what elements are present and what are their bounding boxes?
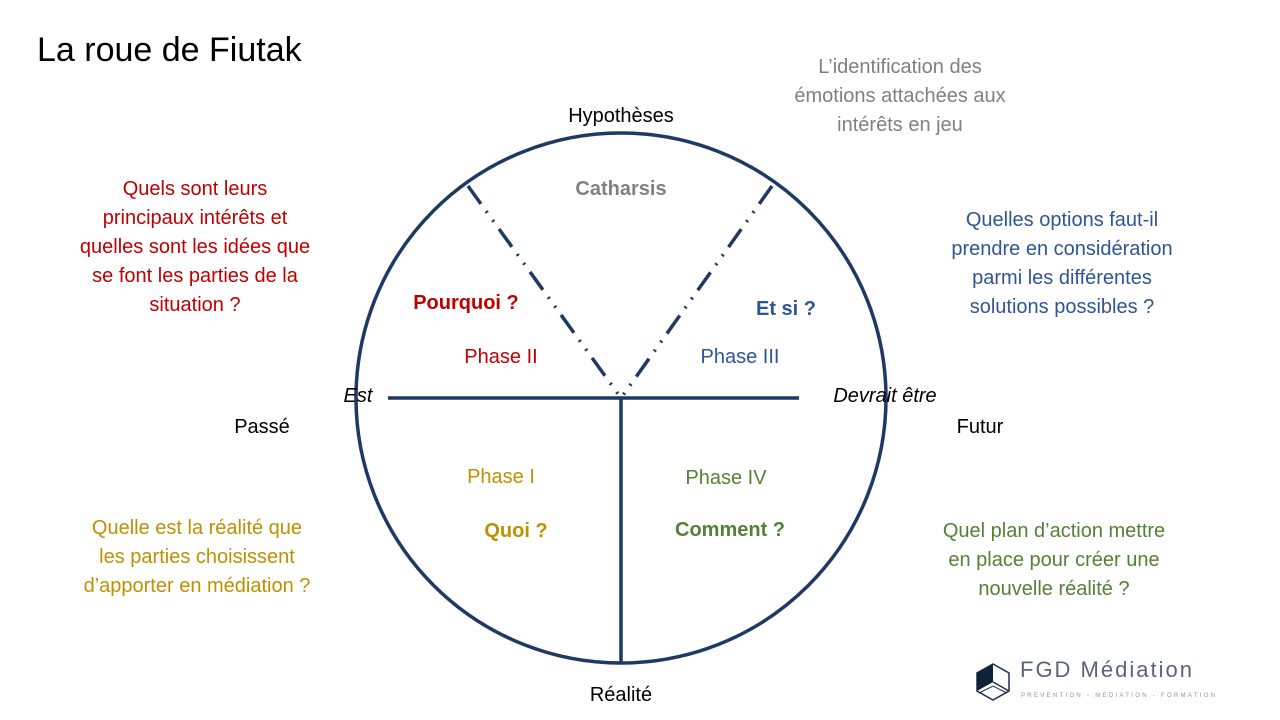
phase4-label: Phase IV: [685, 467, 767, 489]
label-realite: Réalité: [589, 684, 653, 706]
catharsis-label: Catharsis: [575, 178, 667, 200]
label-hypotheses: Hypothèses: [568, 105, 674, 127]
right-dashdot-line: [619, 184, 774, 400]
phase4-question: Comment ?: [675, 519, 785, 541]
cube-logo-icon: [976, 663, 1010, 701]
label-devrait-etre: Devrait être: [833, 385, 937, 407]
label-futur: Futur: [956, 416, 1004, 438]
phase4-description: Quel plan d’action mettre en place pour …: [942, 520, 1166, 600]
label-passe: Passé: [234, 416, 290, 438]
phase1-description: Quelle est la réalité que les parties ch…: [83, 517, 311, 597]
fgd-logo: FGD Médiation PREVENTION - MEDIATION - F…: [972, 657, 1215, 708]
catharsis-description: L’identification des émotions attachées …: [794, 56, 1006, 136]
phase1-question: Quoi ?: [484, 520, 548, 542]
phase2-label: Phase II: [464, 346, 538, 368]
phase3-question: Et si ?: [755, 298, 816, 320]
phase3-label: Phase III: [700, 346, 780, 368]
label-est: Est: [343, 385, 373, 407]
left-dashdot-line: [466, 184, 623, 400]
slide-title: La roue de Fiutak: [37, 31, 302, 69]
phase3-description: Quelles options faut-il prendre en consi…: [951, 209, 1173, 318]
phase2-description: Quels sont leurs principaux intérêts et …: [79, 178, 311, 316]
phase2-question: Pourquoi ?: [413, 292, 519, 314]
logo-name: FGD Médiation: [1020, 657, 1194, 682]
logo-tagline: PREVENTION - MEDIATION - FORMATION: [1021, 693, 1218, 699]
phase1-label: Phase I: [467, 466, 535, 488]
